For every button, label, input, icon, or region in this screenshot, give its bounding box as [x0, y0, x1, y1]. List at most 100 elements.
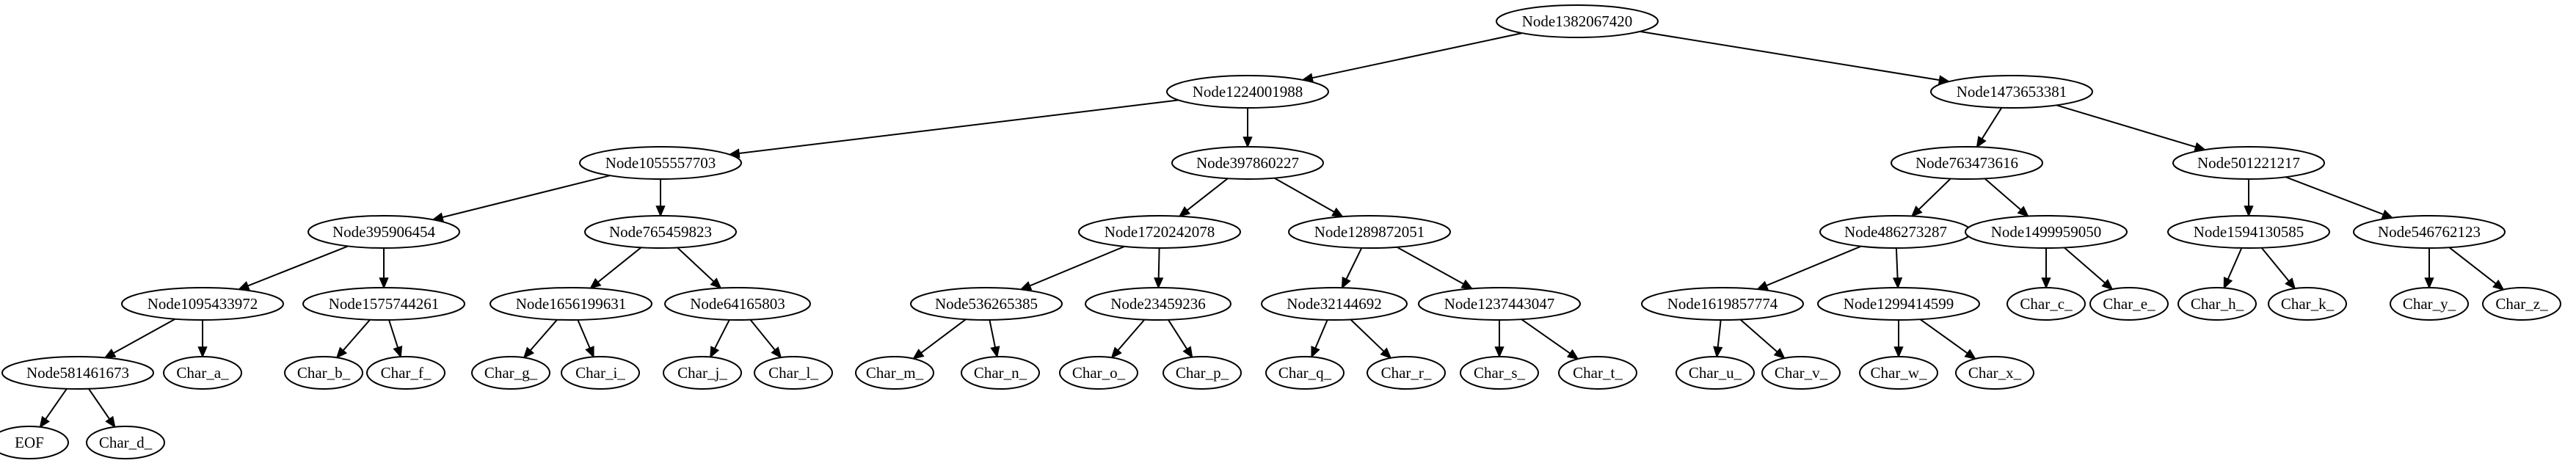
edge-line	[1766, 245, 1862, 287]
node-label: Char_u_	[1689, 364, 1742, 382]
tree-node-node1473653381: Node1473653381	[1930, 75, 2093, 109]
node-ellipse	[284, 356, 363, 390]
arrowhead-icon	[1460, 279, 1474, 290]
arrowhead-icon	[2223, 277, 2233, 290]
node-label: Char_p_	[1176, 364, 1229, 382]
edge-node395906454-to-node1095433972	[237, 245, 349, 291]
edge-node1382067420-to-node1473653381	[1640, 30, 1951, 85]
edge-node1055557703-to-node395906454	[432, 175, 611, 222]
node-label: Char_l_	[768, 364, 818, 382]
edge-node1289872051-to-node32144692	[1341, 247, 1363, 289]
node-ellipse	[2006, 287, 2086, 321]
edge-node1382067420-to-node1224001988	[1301, 32, 1523, 83]
edge-line	[2260, 247, 2290, 282]
edge-node1299414599-to-char-x	[1919, 318, 1977, 360]
node-label: Node1656199631	[516, 295, 627, 313]
tree-node-node1499959050: Node1499959050	[1965, 215, 2128, 249]
node-ellipse	[1085, 287, 1231, 321]
edge-line	[1117, 318, 1146, 352]
node-label: Char_g_	[484, 364, 538, 382]
arrowhead-icon	[1154, 277, 1164, 289]
arrowhead-icon	[393, 346, 403, 359]
node-ellipse	[0, 426, 69, 459]
arrowhead-icon	[2381, 209, 2394, 219]
edge-line	[1314, 319, 1328, 349]
edge-line	[442, 175, 611, 219]
node-label: Char_j_	[677, 364, 727, 382]
edge-node1656199631-to-char-i	[577, 319, 594, 359]
node-label: Char_k_	[2281, 295, 2335, 313]
edge-line	[45, 388, 68, 420]
tree-node-char-r: Char_r_	[1367, 356, 1446, 390]
arrowhead-icon	[39, 415, 50, 429]
tree-node-char-p: Char_p_	[1163, 356, 1242, 390]
edge-node64165803-to-char-l	[749, 319, 782, 359]
node-ellipse	[1930, 75, 2093, 109]
node-ellipse	[1288, 215, 1451, 249]
tree-node-node23459236: Node23459236	[1085, 287, 1231, 321]
node-ellipse	[1641, 287, 1804, 321]
tree-node-node1095433972: Node1095433972	[121, 287, 284, 321]
node-ellipse	[1163, 356, 1242, 390]
edge-node536265385-to-char-m	[912, 318, 967, 360]
tree-node-node1055557703: Node1055557703	[579, 146, 742, 180]
edge-node1594130585-to-char-h	[2223, 247, 2243, 290]
tree-node-node395906454: Node395906454	[308, 215, 460, 249]
node-ellipse	[1418, 287, 1581, 321]
tree-node-char-g: Char_g_	[471, 356, 550, 390]
arrowhead-icon	[1341, 276, 1351, 289]
tree-node-node486273287: Node486273287	[1819, 215, 1972, 249]
edge-node765459823-to-node1656199631	[589, 247, 642, 289]
edge-node763473616-to-node486273287	[1910, 178, 1951, 217]
tree-node-char-n: Char_n_	[961, 356, 1040, 390]
node-label: Node32144692	[1287, 295, 1382, 313]
tree-node-node1594130585: Node1594130585	[2167, 215, 2330, 249]
tree-node-node397860227: Node397860227	[1171, 146, 1324, 180]
node-label: Node1499959050	[1991, 223, 2102, 241]
node-label: Char_h_	[2191, 295, 2244, 313]
tree-node-node536265385: Node536265385	[910, 287, 1063, 321]
node-label: Node581461673	[26, 364, 129, 382]
edge-node1299414599-to-char-w	[1893, 320, 1904, 358]
edge-node32144692-to-char-r	[1350, 318, 1392, 360]
node-label: Char_r_	[1381, 364, 1432, 382]
tree-node-node581461673: Node581461673	[1, 356, 154, 390]
tree-node-node1656199631: Node1656199631	[490, 287, 652, 321]
tree-node-node765459823: Node765459823	[584, 215, 737, 249]
tree-node-char-a: Char_a_	[163, 356, 242, 390]
arrowhead-icon	[990, 346, 1000, 358]
node-ellipse	[490, 287, 652, 321]
tree-node-char-c: Char_c_	[2006, 287, 2086, 321]
edge-line	[1311, 32, 1523, 79]
node-label: Node1055557703	[605, 154, 716, 172]
node-ellipse	[86, 426, 165, 459]
tree-node-node1720242078: Node1720242078	[1078, 215, 1241, 249]
edge-line	[342, 319, 371, 352]
tree-node-char-l: Char_l_	[754, 356, 833, 390]
node-label: Char_x_	[1968, 364, 2022, 382]
node-ellipse	[366, 356, 445, 390]
edge-line	[247, 245, 349, 287]
edge-line	[749, 319, 776, 351]
node-label: Char_i_	[575, 364, 625, 382]
node-ellipse	[2482, 287, 2561, 321]
edge-node1499959050-to-char-e	[2064, 247, 2114, 291]
node-label: Char_m_	[866, 364, 924, 382]
edge-line	[1273, 177, 1335, 213]
edge-node1095433972-to-char-a	[197, 320, 208, 358]
edge-line	[1345, 247, 1363, 280]
tree-node-char-y: Char_y_	[2390, 287, 2469, 321]
edge-line	[1396, 246, 1464, 285]
arrowhead-icon	[1494, 346, 1505, 358]
node-label: Node1720242078	[1105, 223, 1215, 241]
tree-node-node64165803: Node64165803	[664, 287, 811, 321]
node-label: Node397860227	[1196, 154, 1299, 172]
node-label: Node536265385	[935, 295, 1038, 313]
edge-node581461673-to-eof	[39, 388, 68, 429]
tree-node-node501221217: Node501221217	[2172, 146, 2325, 180]
edge-node1224001988-to-node397860227	[1242, 108, 1253, 148]
arrowhead-icon	[2285, 277, 2296, 290]
arrowhead-icon	[1331, 207, 1345, 218]
arrowhead-icon	[655, 205, 666, 217]
edge-line	[1919, 318, 1968, 354]
